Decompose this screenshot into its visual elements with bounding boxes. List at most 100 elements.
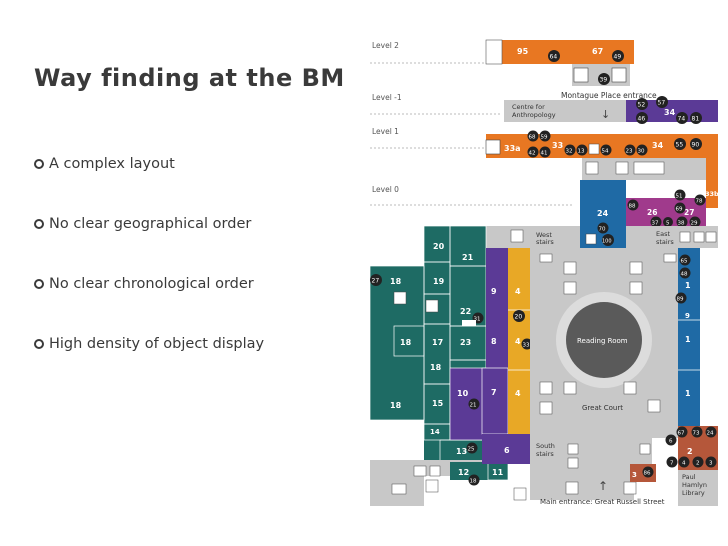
room-number: 27 [372,278,380,285]
accessibility-icon [513,487,527,501]
room-number: 67 [678,431,685,437]
room-number: 9 [685,312,690,320]
level2-gallery-block [486,40,634,64]
room-number: 5 [666,221,670,227]
room-number: 18 [430,363,442,372]
room-number: 17 [432,338,443,347]
room-number: 100 [602,239,612,245]
room-number: 19 [433,277,445,286]
bullet-text: A complex layout [49,156,175,172]
arrow-down-icon: ↓ [601,108,610,121]
room-number: 88 [629,204,636,210]
room-number: 24 [597,209,609,218]
bullet-item: No clear geographical order [34,216,251,232]
room-number: 31 [474,317,481,323]
room-number: 29 [691,221,698,227]
slide-title: Way finding at the BM [34,64,345,92]
room-number: 20 [515,314,523,321]
south-stairs-label: South [536,442,555,450]
bullet-circle-icon [34,219,44,229]
room-number: 51 [676,194,683,200]
room-number: 41 [541,151,548,157]
room-number: 78 [696,199,703,205]
room-number: 49 [614,54,622,61]
room-number: 32 [566,149,573,155]
room-number: 59 [541,135,548,141]
room-number: 22 [460,307,471,316]
room-number: 38 [678,221,685,227]
room-number: 86 [644,471,651,477]
library-label: Hamlyn [682,481,707,489]
room-number: 1 [685,389,691,398]
room-number: 90 [692,142,700,149]
room-number: 69 [676,207,683,213]
room-number: 21 [470,403,477,409]
room-number: 81 [692,116,700,123]
room-number: 55 [676,142,684,149]
room-number: 52 [638,102,646,109]
room-number: 18 [390,401,402,410]
room-number: 33 [523,343,530,349]
level-label: Level 1 [372,127,399,136]
room-number: 64 [550,54,558,61]
room-number: 8 [491,337,497,346]
room-number: 46 [638,116,646,123]
room-number: 25 [468,447,475,453]
level-label: Level 2 [372,41,399,50]
bullet-circle-icon [34,279,44,289]
bullet-text: No clear geographical order [49,216,252,232]
facilities-icon [633,161,665,175]
bullet-text: No clear chronological order [49,276,254,292]
arrow-up-icon: ↑ [598,479,608,493]
lift-icon [485,139,501,155]
room-number: 27 [684,208,694,217]
room-number: 23 [626,149,633,155]
room-number: 34 [664,108,676,117]
room-number: 6 [504,446,510,455]
west-stairs-label: stairs [536,238,554,246]
room-number: 30 [638,149,645,155]
east-stairs-label: stairs [656,238,674,246]
lift-icon [611,67,627,83]
room-number: 9 [491,287,497,296]
room-number: 74 [678,116,686,123]
room-number: 13 [456,447,467,456]
museum-floor-plan: Level 2 95 67 64 49 39 Level -1 Montague… [354,30,728,510]
room-number: 26 [647,208,657,217]
room-number: 39 [600,77,608,84]
room-number: 12 [458,468,469,477]
bullet-item: No clear chronological order [34,276,254,292]
room-number: 24 [707,431,714,437]
room-number: 18 [400,338,412,347]
room-number: 33 [552,141,563,150]
room-number: 3 [709,461,713,467]
room-number: 1 [685,335,691,344]
library-label: Library [682,489,705,497]
room-number: 18 [390,277,402,286]
level0-gold-gallery [508,248,530,434]
entrance-label: Montague Place entrance [561,91,657,100]
room-number: 89 [677,297,684,303]
reading-room [566,302,642,378]
bullet-circle-icon [34,159,44,169]
room-number: 95 [517,47,529,56]
library-label: Paul [682,473,696,481]
room-number: 4 [515,389,521,398]
room-number: 20 [433,242,445,251]
room-number: 11 [492,468,504,477]
room-number: 4 [682,461,686,467]
bullet-item: High density of object display [34,336,264,352]
room-number: 33b [705,190,719,198]
room-number: 4 [515,337,521,346]
room-number: 23 [460,338,471,347]
main-entrance-label: Main entrance: Great Russell Street [540,498,665,506]
room-number: 34 [652,141,664,150]
room-number: 48 [681,272,688,278]
east-stairs-label: East [656,230,670,238]
room-number: 14 [430,428,440,436]
room-number: 37 [652,221,659,227]
room-number: 42 [529,151,536,157]
room-number: 6 [669,439,673,445]
room-number: 67 [592,47,603,56]
bullet-item: A complex layout [34,156,175,172]
